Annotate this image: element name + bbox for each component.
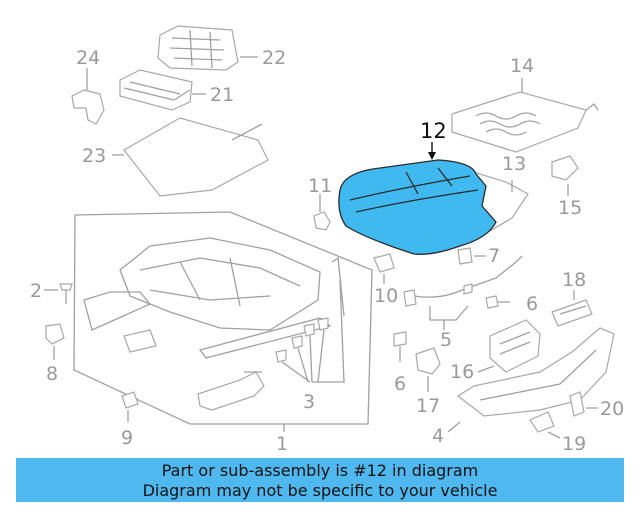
part-9-clip — [121, 391, 139, 409]
part-14-heater — [451, 91, 599, 153]
label-24: 24 — [76, 47, 100, 69]
label-4: 4 — [432, 425, 444, 447]
banner-line-2: Diagram may not be specific to your vehi… — [142, 481, 498, 500]
label-20: 20 — [600, 398, 624, 420]
part-7-clip — [457, 247, 473, 265]
part-24-bracket — [71, 68, 105, 125]
part-6-bolt-right — [485, 295, 510, 309]
part-5-harness — [403, 255, 523, 330]
leader-16 — [477, 365, 495, 373]
leader-12-arrow — [428, 152, 436, 160]
leader-4 — [447, 421, 461, 433]
label-18: 18 — [562, 269, 586, 291]
label-19: 19 — [562, 433, 586, 455]
part-1-seat-frame — [73, 211, 373, 425]
label-10: 10 — [374, 285, 398, 307]
part-11-clip — [313, 211, 331, 231]
part-12-seat-cover — [338, 159, 497, 255]
parts-diagram: 24 22 21 23 14 12 13 15 11 7 18 2 10 6 5… — [30, 25, 624, 455]
part-20-knob — [569, 391, 585, 417]
part-18-switch — [551, 299, 593, 327]
label-14: 14 — [510, 55, 534, 77]
label-3: 3 — [303, 391, 315, 413]
part-8-clip — [45, 323, 65, 345]
label-16: 16 — [450, 361, 474, 383]
part-15-sensor — [551, 155, 579, 181]
label-7: 7 — [488, 245, 500, 267]
label-5: 5 — [440, 329, 452, 351]
part-19-knob — [529, 411, 555, 433]
label-12: 12 — [420, 119, 447, 143]
label-6-right: 6 — [526, 293, 538, 315]
part-2-bolt — [59, 283, 73, 304]
label-17: 17 — [416, 395, 440, 417]
part-6-bolt-left — [393, 331, 407, 362]
info-banner: Part or sub-assembly is #12 in diagram D… — [16, 458, 624, 502]
part-22-module — [157, 25, 239, 71]
banner-line-1: Part or sub-assembly is #12 in diagram — [161, 461, 479, 480]
part-3-fasteners — [275, 279, 345, 383]
part-23-mat — [123, 117, 269, 197]
label-13: 13 — [502, 153, 526, 175]
part-17-connector — [415, 347, 441, 375]
leader-19 — [547, 431, 561, 439]
label-22: 22 — [262, 47, 286, 69]
label-8: 8 — [46, 363, 58, 385]
part-10-clip — [373, 253, 395, 273]
label-1: 1 — [276, 433, 288, 455]
part-16-switch-module — [489, 319, 541, 373]
label-6-left: 6 — [394, 373, 406, 395]
label-11: 11 — [308, 175, 332, 197]
label-15: 15 — [558, 197, 582, 219]
part-21-module — [119, 69, 193, 111]
label-21: 21 — [210, 84, 234, 106]
label-9: 9 — [121, 427, 133, 449]
label-2: 2 — [30, 280, 42, 302]
label-23: 23 — [82, 145, 106, 167]
seat-cover-shape — [338, 159, 497, 255]
